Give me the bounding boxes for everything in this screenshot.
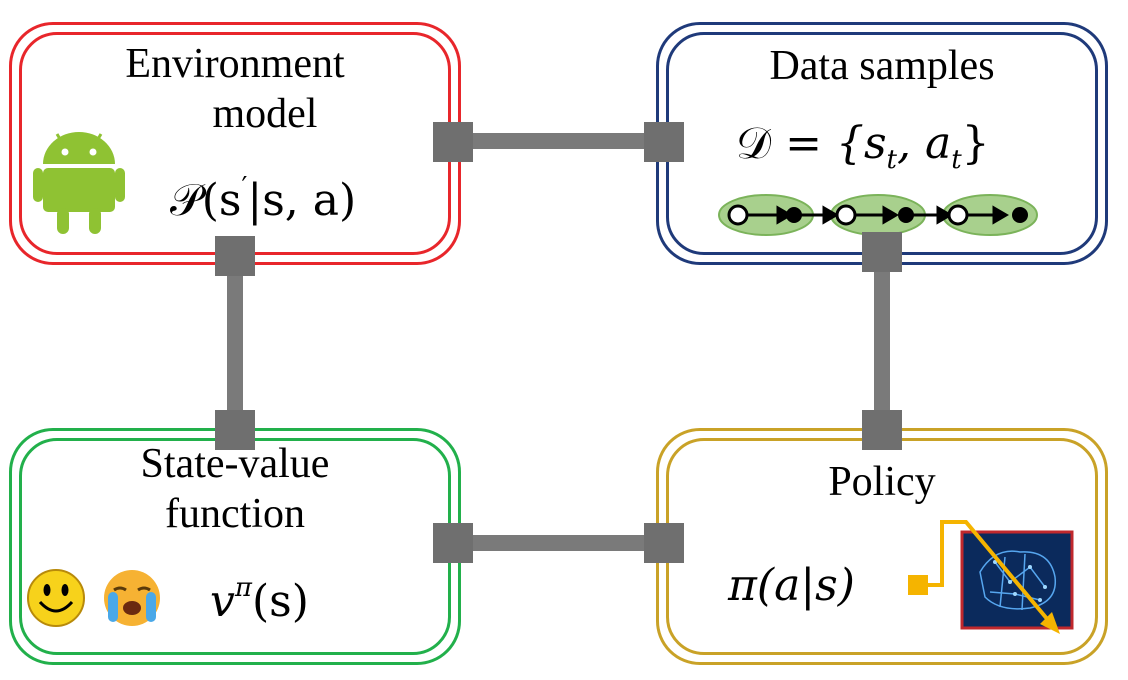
state-value-title: State-value function	[9, 440, 461, 539]
connector-pad	[215, 236, 255, 276]
environment-title-line1: Environment	[125, 41, 345, 87]
state-value-title-line2: function	[165, 490, 305, 537]
connector-pad	[644, 523, 684, 563]
connector-env-value	[227, 258, 243, 438]
neural-brain-image-icon	[908, 520, 1074, 634]
connector-pad	[862, 232, 902, 272]
connector-pad	[862, 410, 902, 450]
environment-title-line2: model	[212, 90, 318, 137]
connector-pad	[433, 523, 473, 563]
connector-value-policy	[455, 535, 665, 551]
smiley-face-icon	[27, 569, 85, 627]
crying-face-icon	[104, 570, 160, 626]
connector-pad	[433, 122, 473, 162]
connector-pad	[644, 122, 684, 162]
policy-formula: π(a|s)	[728, 560, 855, 611]
environment-model-title: Environment model	[9, 40, 461, 139]
dataset-formula: 𝒟 = {st, at}	[736, 118, 990, 175]
android-robot-icon	[33, 132, 125, 234]
transition-probability-formula: 𝒫(s′|s, a)	[170, 172, 357, 226]
state-value-formula: vπ(s)	[210, 573, 309, 627]
policy-title: Policy	[828, 459, 936, 505]
connector-env-data	[455, 133, 665, 149]
connector-pad	[215, 410, 255, 450]
trajectory-chain-icon	[718, 194, 1038, 236]
connector-data-policy	[874, 258, 890, 438]
data-samples-title: Data samples	[769, 43, 995, 89]
